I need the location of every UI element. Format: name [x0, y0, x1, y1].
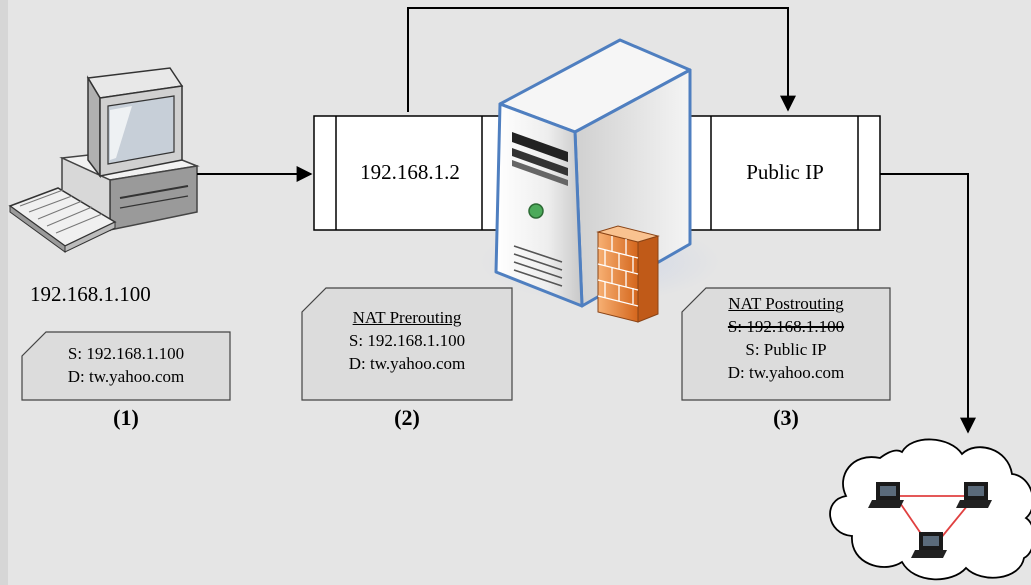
step-2-text: NAT Prerouting S: 192.168.1.100 D: tw.ya…	[306, 306, 508, 375]
step-3-source: S: Public IP	[745, 340, 827, 359]
step-3-text: NAT Postrouting S: 192.168.1.100 S: Publ…	[686, 292, 886, 384]
step-2-title: NAT Prerouting	[352, 308, 462, 327]
arrow-nat-to-internet	[880, 173, 976, 434]
step-2-source: S: 192.168.1.100	[348, 331, 466, 350]
arrow-prerouting-to-postrouting	[407, 7, 796, 112]
note-box-step-1	[21, 331, 231, 401]
step-3-dest: D: tw.yahoo.com	[727, 363, 845, 382]
step-3-title: NAT Postrouting	[728, 294, 844, 313]
step-3-number: (3)	[773, 405, 799, 430]
firewall-icon	[596, 225, 660, 323]
step-1-number: (1)	[113, 405, 139, 430]
step-2-number: (2)	[394, 405, 420, 430]
pc-ip-label: 192.168.1.100	[30, 282, 151, 306]
step-1-text: S: 192.168.1.100 D: tw.yahoo.com	[26, 342, 226, 388]
laptop-icon	[956, 482, 992, 508]
computer-icon	[8, 67, 200, 253]
note-box-step-2	[301, 287, 513, 401]
laptop-icon	[911, 532, 947, 558]
internet-cloud-icon	[829, 438, 1031, 581]
laptop-icon	[868, 482, 904, 508]
step-1-dest: D: tw.yahoo.com	[67, 367, 185, 386]
step-3-old-source: S: 192.168.1.100	[727, 317, 845, 336]
step-1-source: S: 192.168.1.100	[67, 344, 185, 363]
left-frame-strip	[0, 0, 8, 585]
step-2-dest: D: tw.yahoo.com	[348, 354, 466, 373]
external-interface-box	[689, 115, 881, 231]
public-ip-label: Public IP	[746, 160, 824, 184]
internal-ip-label: 192.168.1.2	[360, 160, 460, 184]
note-box-step-3	[681, 287, 891, 401]
